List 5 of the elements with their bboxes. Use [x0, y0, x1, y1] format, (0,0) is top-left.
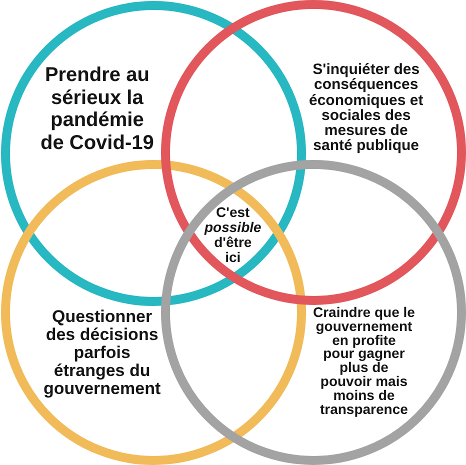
category-label: Craindre que le gouvernement en profite pour gagner plus de pouvoir mais moins de transparence [313, 306, 415, 416]
category-label: Questionner des décisions parfois étranges du gouvernement [44, 308, 161, 398]
intersection-label: C'est possible d'être ici [204, 205, 262, 265]
category-label: Prendre au sérieux la pandémie de Covid-19 [40, 64, 154, 155]
category-label: S'inquiéter des conséquences économiques et sociales des mesures de santé publique [309, 62, 424, 154]
